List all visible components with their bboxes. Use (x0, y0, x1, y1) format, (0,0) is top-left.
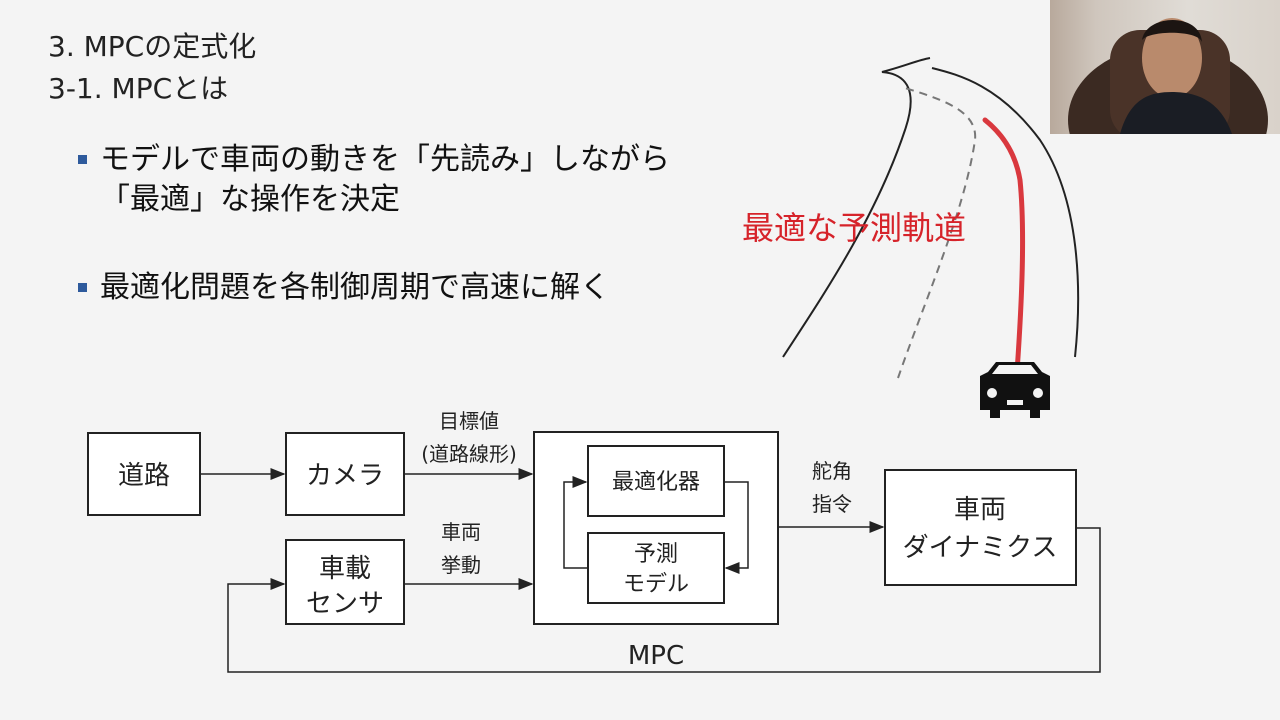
bullet-text-1: モデルで車両の動きを「先読み」しながら (100, 142, 670, 177)
mpc-label: MPC (628, 641, 684, 671)
feedback-loop-arrow (227, 527, 1101, 673)
vehicle-behavior-label-1: 車両 (441, 520, 481, 544)
arrow-model-to-optimizer (563, 476, 588, 569)
optimizer-block (587, 445, 725, 517)
arrow-optimizer-to-model (724, 481, 749, 574)
onboard-sensor-label-2: センサ (306, 589, 384, 619)
onboard-sensor-block (285, 539, 405, 625)
camera-block-label: カメラ (306, 461, 384, 491)
vehicle-dynamics-label-1: 車両 (954, 495, 1006, 525)
vehicle-behavior-label-2: 挙動 (441, 553, 481, 577)
prediction-model-label-2: モデル (623, 572, 689, 597)
optimal-trajectory-label: 最適な予測軌道 (742, 209, 967, 247)
prediction-model-label-1: 予測 (634, 542, 678, 567)
presenter-webcam (1050, 0, 1280, 134)
bullet-square-icon (78, 283, 87, 292)
optimizer-label: 最適化器 (612, 470, 700, 495)
bullet-item-1-continuation: 「最適」な操作を決定 (100, 182, 400, 217)
bullet-square-icon (78, 155, 87, 164)
section-title: 3. MPCの定式化 (48, 30, 257, 63)
camera-block (285, 432, 405, 516)
vehicle-dynamics-label-2: ダイナミクス (903, 533, 1058, 563)
target-value-label-2: (道路線形) (421, 442, 517, 466)
road-block-label: 道路 (118, 461, 170, 491)
steering-command-label-1: 舵角 (812, 459, 852, 483)
bullet-text-2: 最適化問題を各制御周期で高速に解く (100, 270, 610, 305)
vehicle-dynamics-block (884, 469, 1077, 586)
steering-command-label-2: 指令 (812, 492, 852, 516)
onboard-sensor-label-1: 車載 (319, 554, 371, 584)
target-value-label-1: 目標値 (439, 409, 499, 433)
presenter-figure-icon (1068, 18, 1268, 134)
road-block (87, 432, 201, 516)
subsection-title: 3-1. MPCとは (48, 72, 229, 105)
